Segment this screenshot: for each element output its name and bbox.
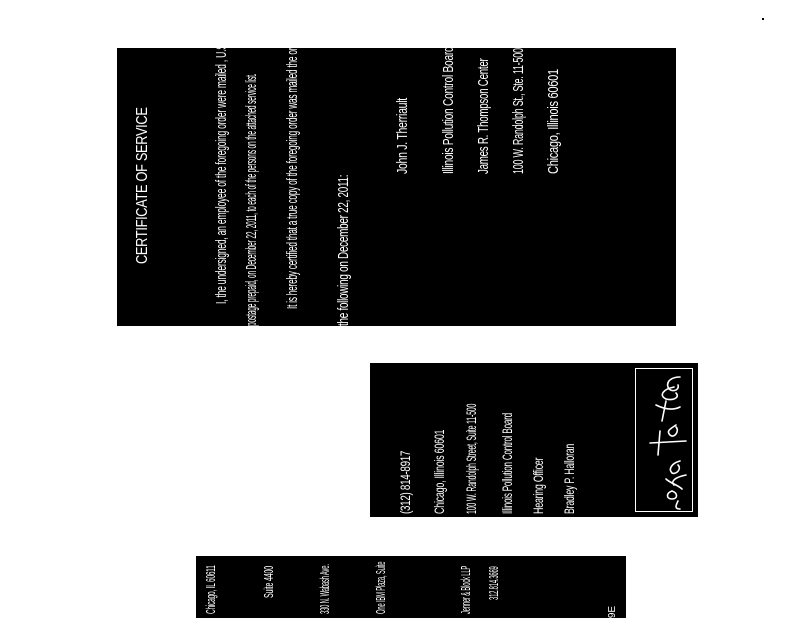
certificate-body-line: I, the undersigned, an employee of the f… [213,48,230,304]
fragment-line: Jenner & Block LLP [458,565,473,614]
fragment-line: Suite 4400 [261,566,276,598]
addressee-line: James R. Thompson Center [475,58,492,174]
fragment-line: Chicago, IL 60611 [203,565,218,614]
page-tail-mark-label: 9E [600,606,626,618]
handwritten-signature-box [635,368,693,512]
signer-name: Bradley P. Halloran [561,443,577,514]
certificate-body-line: postage prepaid, on December 22, 2011, t… [243,73,260,326]
certificate-body-line: It is hereby certified that a true copy … [284,48,301,309]
signature-block-panel: Bradley P. Halloran Hearing Officer Illi… [370,363,698,517]
addressee-line: 100 W. Randolph St., Ste. 11-500 [510,48,527,174]
signer-address-line: 100 W. Randolph Street, Suite 11-500 [463,403,479,514]
scan-speck [658,186,661,189]
tail-mark-text: 9E [607,605,618,618]
addressee-line: Illinois Pollution Control Board [440,48,457,174]
fragment-line: One IBM Plaza, Suite [373,561,388,614]
page-tail-mark [582,606,596,618]
fragment-line: 312.814.3669 [486,566,501,600]
addressee-name: John J. Therriault [394,98,411,174]
addressee-line: Chicago, Illinois 60601 [545,69,562,174]
certificate-of-service-panel: CERTIFICATE OF SERVICE I, the undersigne… [117,48,676,326]
signer-address-line: Chicago, Illinois 60601 [431,429,447,514]
scan-speck [762,18,764,20]
service-list-fragment-panel: 312.814.3669 Jenner & Block LLP One IBM … [196,556,626,618]
fragment-line: 330 N. Wabash Ave. [317,564,332,614]
scan-speck [668,190,670,198]
certificate-rotated-content: CERTIFICATE OF SERVICE I, the undersigne… [117,48,676,326]
signer-address-line: Illinois Pollution Control Board [499,413,515,514]
signer-title: Hearing Officer [530,457,546,514]
handwritten-signature [649,376,687,510]
fragment-rotated-content: 312.814.3669 Jenner & Block LLP One IBM … [196,556,626,618]
certificate-body-line: the following on December 22, 2011: [335,174,352,326]
signer-phone: (312) 814-8917 [397,450,413,514]
certificate-title: CERTIFICATE OF SERVICE [134,107,151,264]
